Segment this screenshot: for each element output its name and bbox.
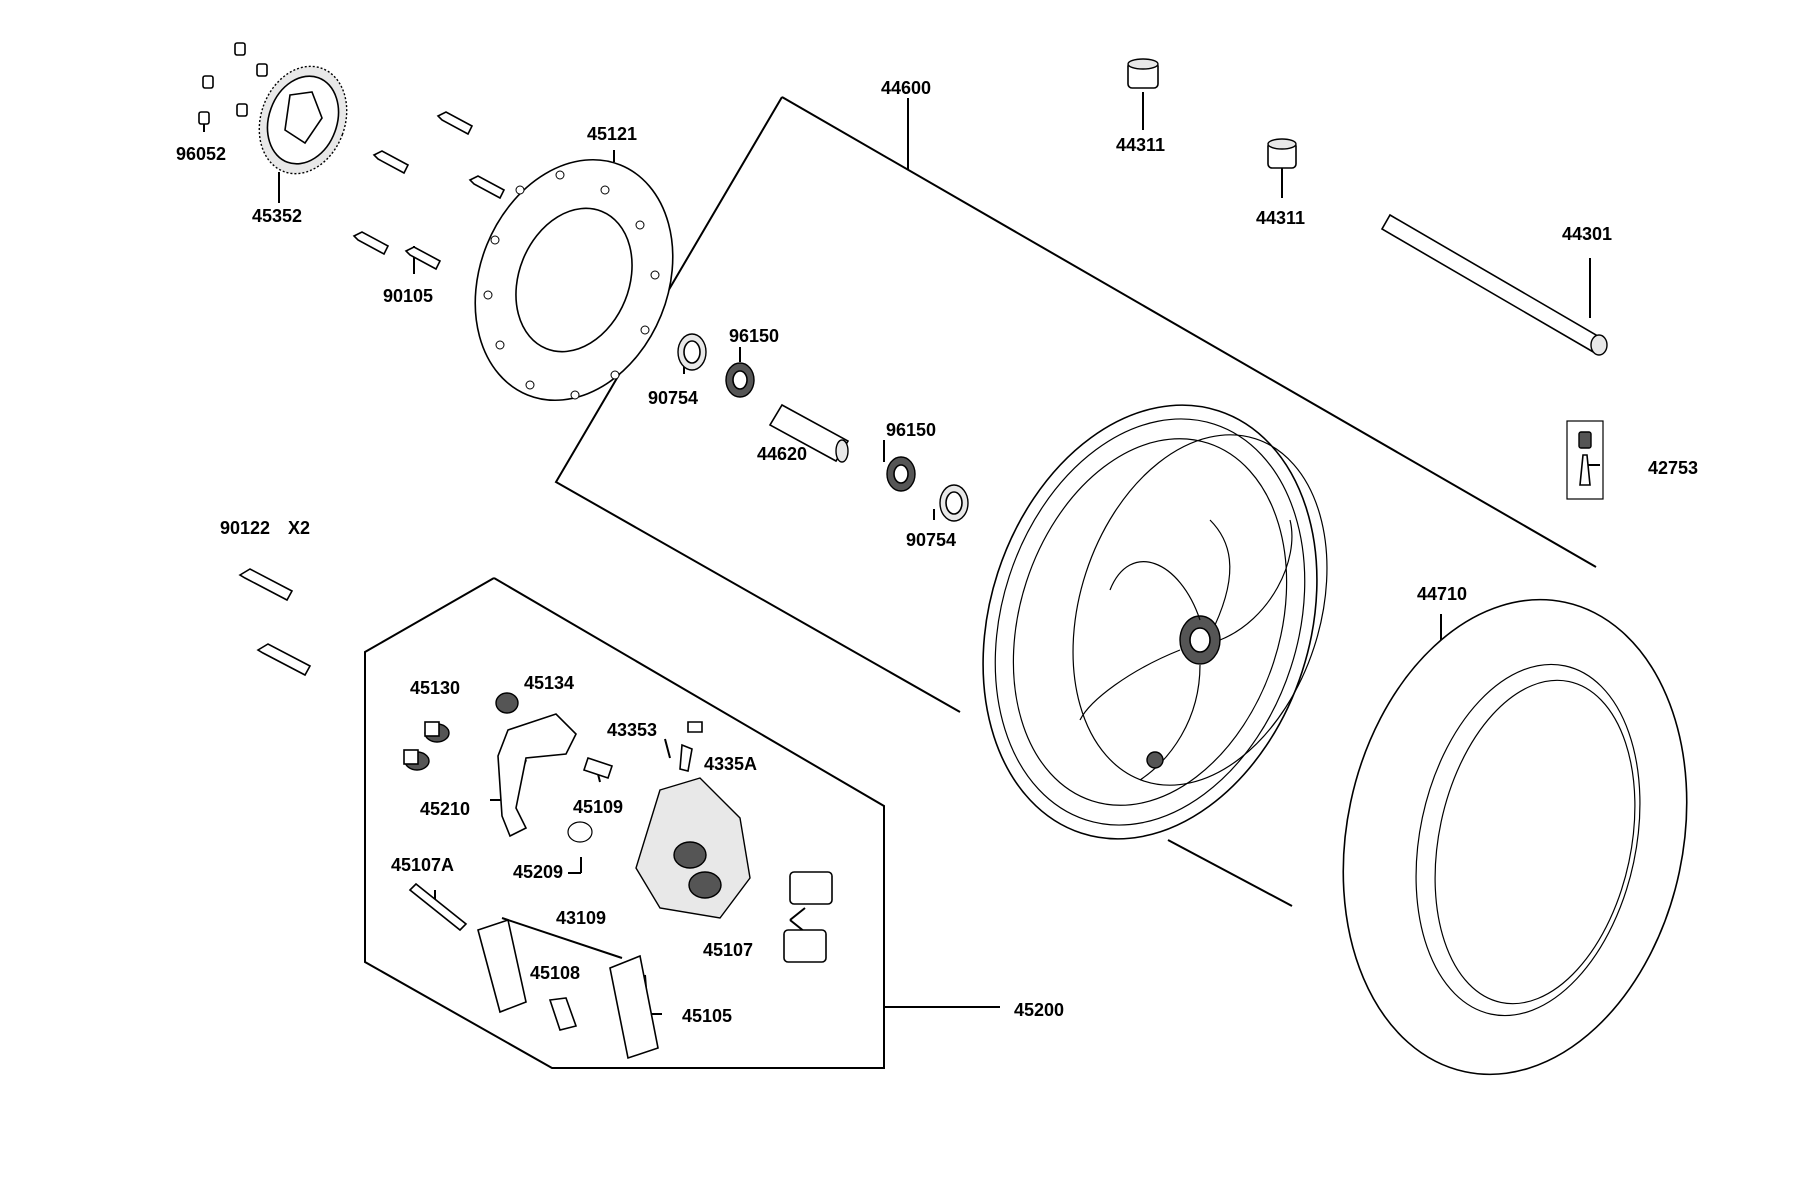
label-43353: 43353 <box>607 720 657 740</box>
pin-45107A <box>408 882 468 932</box>
axle-44301 <box>1380 213 1608 356</box>
bolt-90122-group <box>238 568 312 677</box>
label-44311-a: 44311 <box>1116 135 1165 155</box>
brake-pad-b <box>609 954 659 1060</box>
label-44600: 44600 <box>881 78 931 98</box>
label-43109: 43109 <box>556 908 606 928</box>
leader-lines <box>203 92 1600 1069</box>
wheel-rim-44600 <box>982 404 1328 840</box>
label-90122-qty: X2 <box>288 518 310 538</box>
screw-43353 <box>687 721 703 733</box>
label-45200: 45200 <box>1014 1000 1064 1020</box>
brake-pad-a <box>477 918 527 1014</box>
label-45352: 45352 <box>252 206 302 226</box>
screw-96052-group <box>198 42 268 125</box>
label-45107A: 45107A <box>391 855 454 875</box>
oil-seal-90754-b <box>939 484 969 522</box>
label-45134: 45134 <box>524 673 574 693</box>
label-90754-a: 90754 <box>648 388 698 408</box>
label-45210: 45210 <box>420 799 470 819</box>
label-45130: 45130 <box>410 678 460 698</box>
label-44311-b: 44311 <box>1256 208 1305 228</box>
label-44620: 44620 <box>757 444 807 464</box>
label-45121: 45121 <box>587 124 637 144</box>
label-90105: 90105 <box>383 286 433 306</box>
label-45209: 45209 <box>513 862 563 882</box>
label-45108: 45108 <box>530 963 580 983</box>
bearing-96150-b <box>886 456 916 492</box>
label-96052: 96052 <box>176 144 226 164</box>
label-44301: 44301 <box>1562 224 1612 244</box>
label-90122: 90122 <box>220 518 270 538</box>
label-90754-b: 90754 <box>906 530 956 550</box>
caliper-parts <box>403 692 833 1060</box>
valve-42753 <box>1566 420 1604 500</box>
brake-disc-45121 <box>474 158 674 402</box>
caliper-bracket-45210 <box>497 713 577 838</box>
part-labels: 96052 45352 90105 45121 44600 96150 9075… <box>176 78 1698 1026</box>
bleeder-4335A <box>679 743 693 772</box>
label-42753: 42753 <box>1648 458 1698 478</box>
label-44710: 44710 <box>1417 584 1467 604</box>
sleeve-45107 <box>783 871 833 963</box>
collar-44311-a <box>1127 58 1159 89</box>
tone-ring-45352 <box>258 65 348 175</box>
collar-44311-b <box>1267 138 1297 169</box>
label-45105: 45105 <box>682 1006 732 1026</box>
clip-45109 <box>582 756 614 780</box>
oil-seal-90754-a <box>677 333 707 371</box>
label-45109: 45109 <box>573 797 623 817</box>
label-96150-b: 96150 <box>886 420 936 440</box>
bearing-96150-a <box>725 362 755 398</box>
spring-45108 <box>548 997 578 1031</box>
label-4335A: 4335A <box>704 754 757 774</box>
bolt-90105-group <box>352 111 506 271</box>
label-45107: 45107 <box>703 940 753 960</box>
tire-44710 <box>1342 598 1688 1076</box>
label-96150-a: 96150 <box>729 326 779 346</box>
spacer-44620 <box>768 403 850 463</box>
